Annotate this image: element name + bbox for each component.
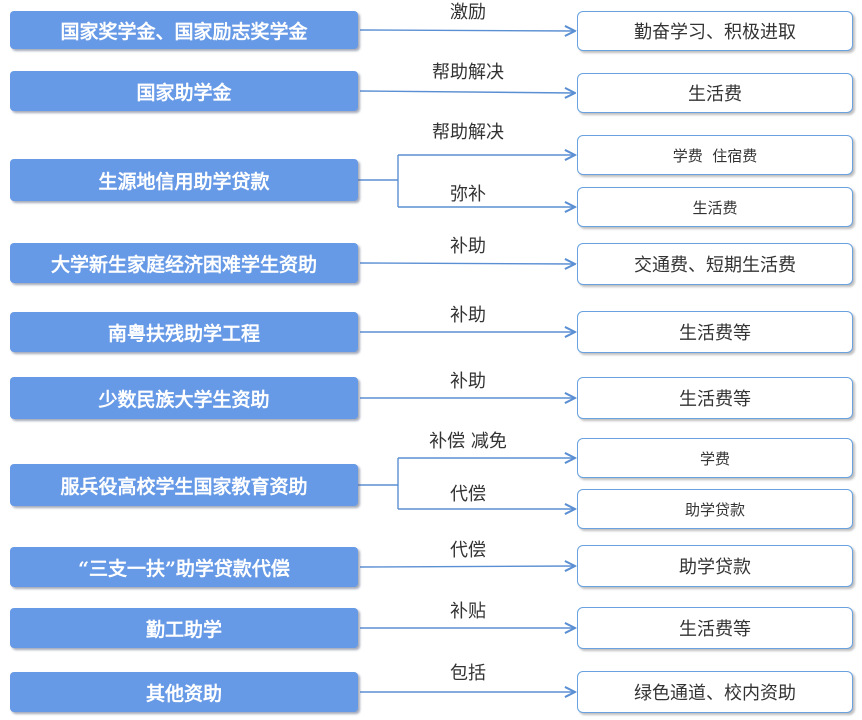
arrow-label: 帮助解决 — [432, 62, 504, 83]
arrow-label: 补助 — [450, 236, 486, 257]
program-box: 南粤扶残助学工程 — [10, 312, 358, 352]
program-box: 服兵役高校学生国家教育资助 — [10, 464, 358, 506]
coverage-box: 交通费、短期生活费 — [577, 243, 853, 285]
coverage-box: 助学贷款 — [577, 489, 853, 529]
coverage-box: 学费 住宿费 — [577, 135, 853, 175]
flow-arrow — [359, 30, 575, 31]
program-box: “三支一扶”助学贷款代偿 — [10, 547, 358, 587]
program-box: 生源地信用助学贷款 — [10, 159, 358, 201]
arrow-label: 帮助解决 — [432, 122, 504, 143]
coverage-box: 生活费 — [577, 187, 853, 227]
coverage-box: 生活费 — [577, 73, 853, 113]
arrow-label: 补贴 — [450, 601, 486, 622]
arrow-label: 补偿 减免 — [429, 431, 507, 452]
coverage-box: 助学贷款 — [577, 545, 853, 587]
arrow-label: 补助 — [450, 305, 486, 326]
program-box: 大学新生家庭经济困难学生资助 — [10, 243, 358, 283]
program-box: 其他资助 — [10, 672, 358, 712]
arrow-label: 代偿 — [450, 484, 486, 505]
arrow-label: 激励 — [450, 2, 486, 23]
arrow-label: 弥补 — [450, 184, 486, 205]
flow-arrow — [359, 566, 575, 567]
program-box: 国家助学金 — [10, 71, 358, 111]
arrow-label: 补助 — [450, 371, 486, 392]
coverage-box: 勤奋学习、积极进取 — [577, 11, 853, 51]
coverage-box: 学费 — [577, 438, 853, 478]
flow-arrow — [359, 91, 575, 93]
arrow-label: 代偿 — [450, 540, 486, 561]
program-box: 少数民族大学生资助 — [10, 377, 358, 419]
coverage-box: 生活费等 — [577, 377, 853, 419]
coverage-box: 绿色通道、校内资助 — [577, 671, 853, 713]
program-box: 国家奖学金、国家励志奖学金 — [10, 11, 358, 49]
program-box: 勤工助学 — [10, 608, 358, 648]
coverage-box: 生活费等 — [577, 311, 853, 353]
arrow-label: 包括 — [450, 663, 486, 684]
coverage-box: 生活费等 — [577, 607, 853, 649]
flow-arrow — [359, 263, 575, 264]
